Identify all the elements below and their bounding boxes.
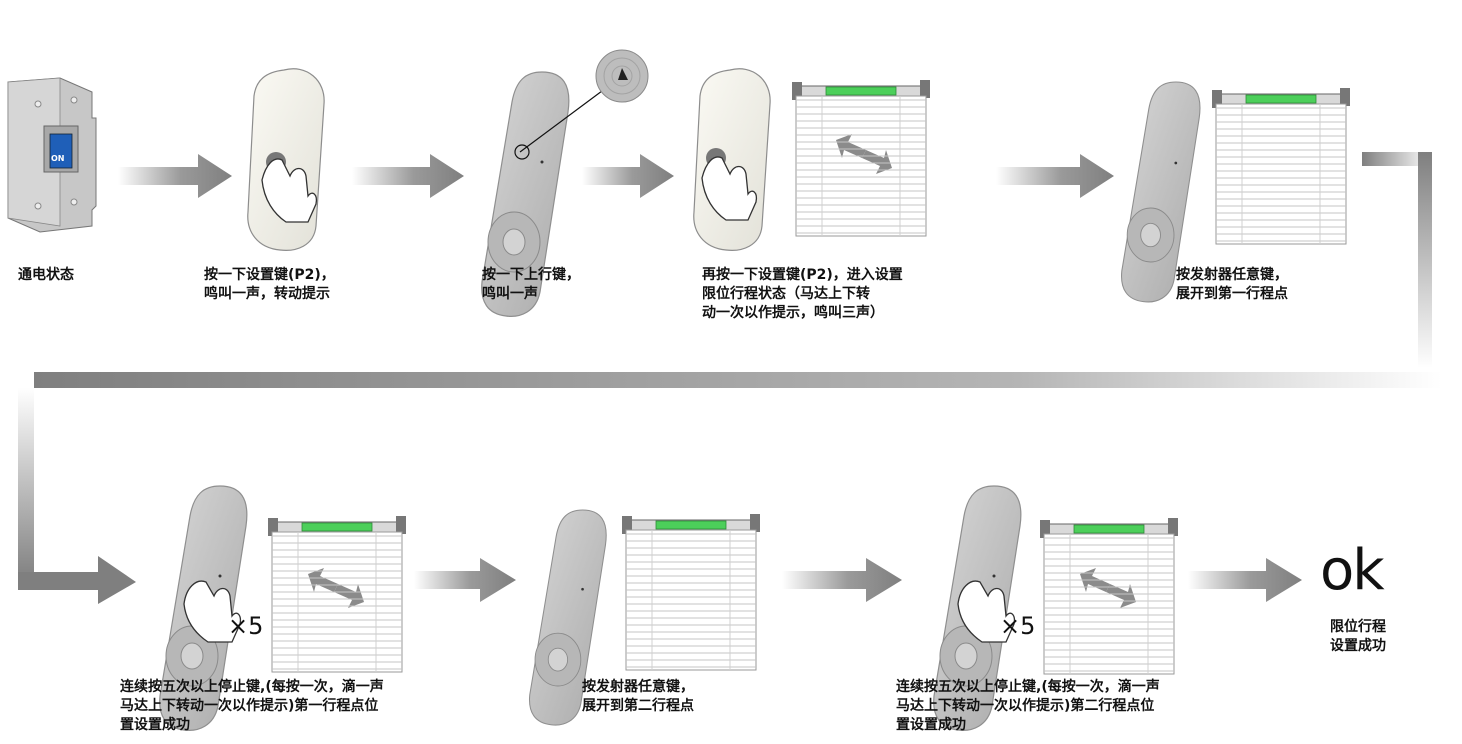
- blind-icon: [791, 79, 931, 237]
- hand-press-icon: [183, 580, 242, 643]
- hand-press-icon: [957, 580, 1016, 643]
- remote-icon: [693, 68, 771, 251]
- caption-power-on: 通电状态: [18, 267, 74, 283]
- caption-open-second: 按发射器任意键， 展开到第二行程点: [582, 679, 694, 714]
- arrow-right-icon: [782, 558, 902, 602]
- blind-icon: [621, 513, 761, 671]
- caption-open-first: 按发射器任意键， 展开到第一行程点: [1176, 267, 1288, 302]
- ok-result: ok: [1320, 538, 1385, 603]
- blind-icon: [1211, 87, 1351, 245]
- zoom-detail-icon: [514, 49, 649, 160]
- row-connector: [18, 152, 1442, 604]
- arrow-right-icon: [414, 558, 516, 602]
- switch-label: ON: [51, 154, 65, 163]
- arrow-right-icon: [118, 154, 232, 198]
- caption-done: 限位行程 设置成功: [1330, 619, 1386, 654]
- circuit-breaker-icon: [7, 77, 97, 233]
- arrow-right-icon: [582, 154, 674, 198]
- blind-icon: [1039, 517, 1179, 675]
- arrow-right-icon: [1188, 558, 1302, 602]
- caption-stop-x5-second: 连续按五次以上停止键,(每按一次，滴一声 马达上下转动一次以作提示)第二行程点位…: [896, 679, 1160, 733]
- multiplier-label: ×5: [228, 612, 264, 640]
- hand-press-icon: [701, 156, 758, 221]
- caption-press-set-1: 按一下设置键(P2)， 鸣叫一声，转动提示: [204, 267, 335, 302]
- hand-press-icon: [261, 158, 318, 223]
- caption-press-up: 按一下上行键， 鸣叫一声: [482, 267, 580, 302]
- blind-icon: [267, 515, 407, 673]
- caption-press-set-2: 再按一下设置键(P2)，进入设置 限位行程状态（马达上下转 动一次以作提示，鸣叫…: [702, 267, 903, 321]
- arrow-right-icon: [352, 154, 464, 198]
- caption-stop-x5-first: 连续按五次以上停止键,(每按一次，滴一声 马达上下转动一次以作提示)第一行程点位…: [120, 679, 384, 733]
- arrow-right-icon: [996, 154, 1114, 198]
- multiplier-label: ×5: [1000, 612, 1036, 640]
- remote-icon: [247, 68, 325, 251]
